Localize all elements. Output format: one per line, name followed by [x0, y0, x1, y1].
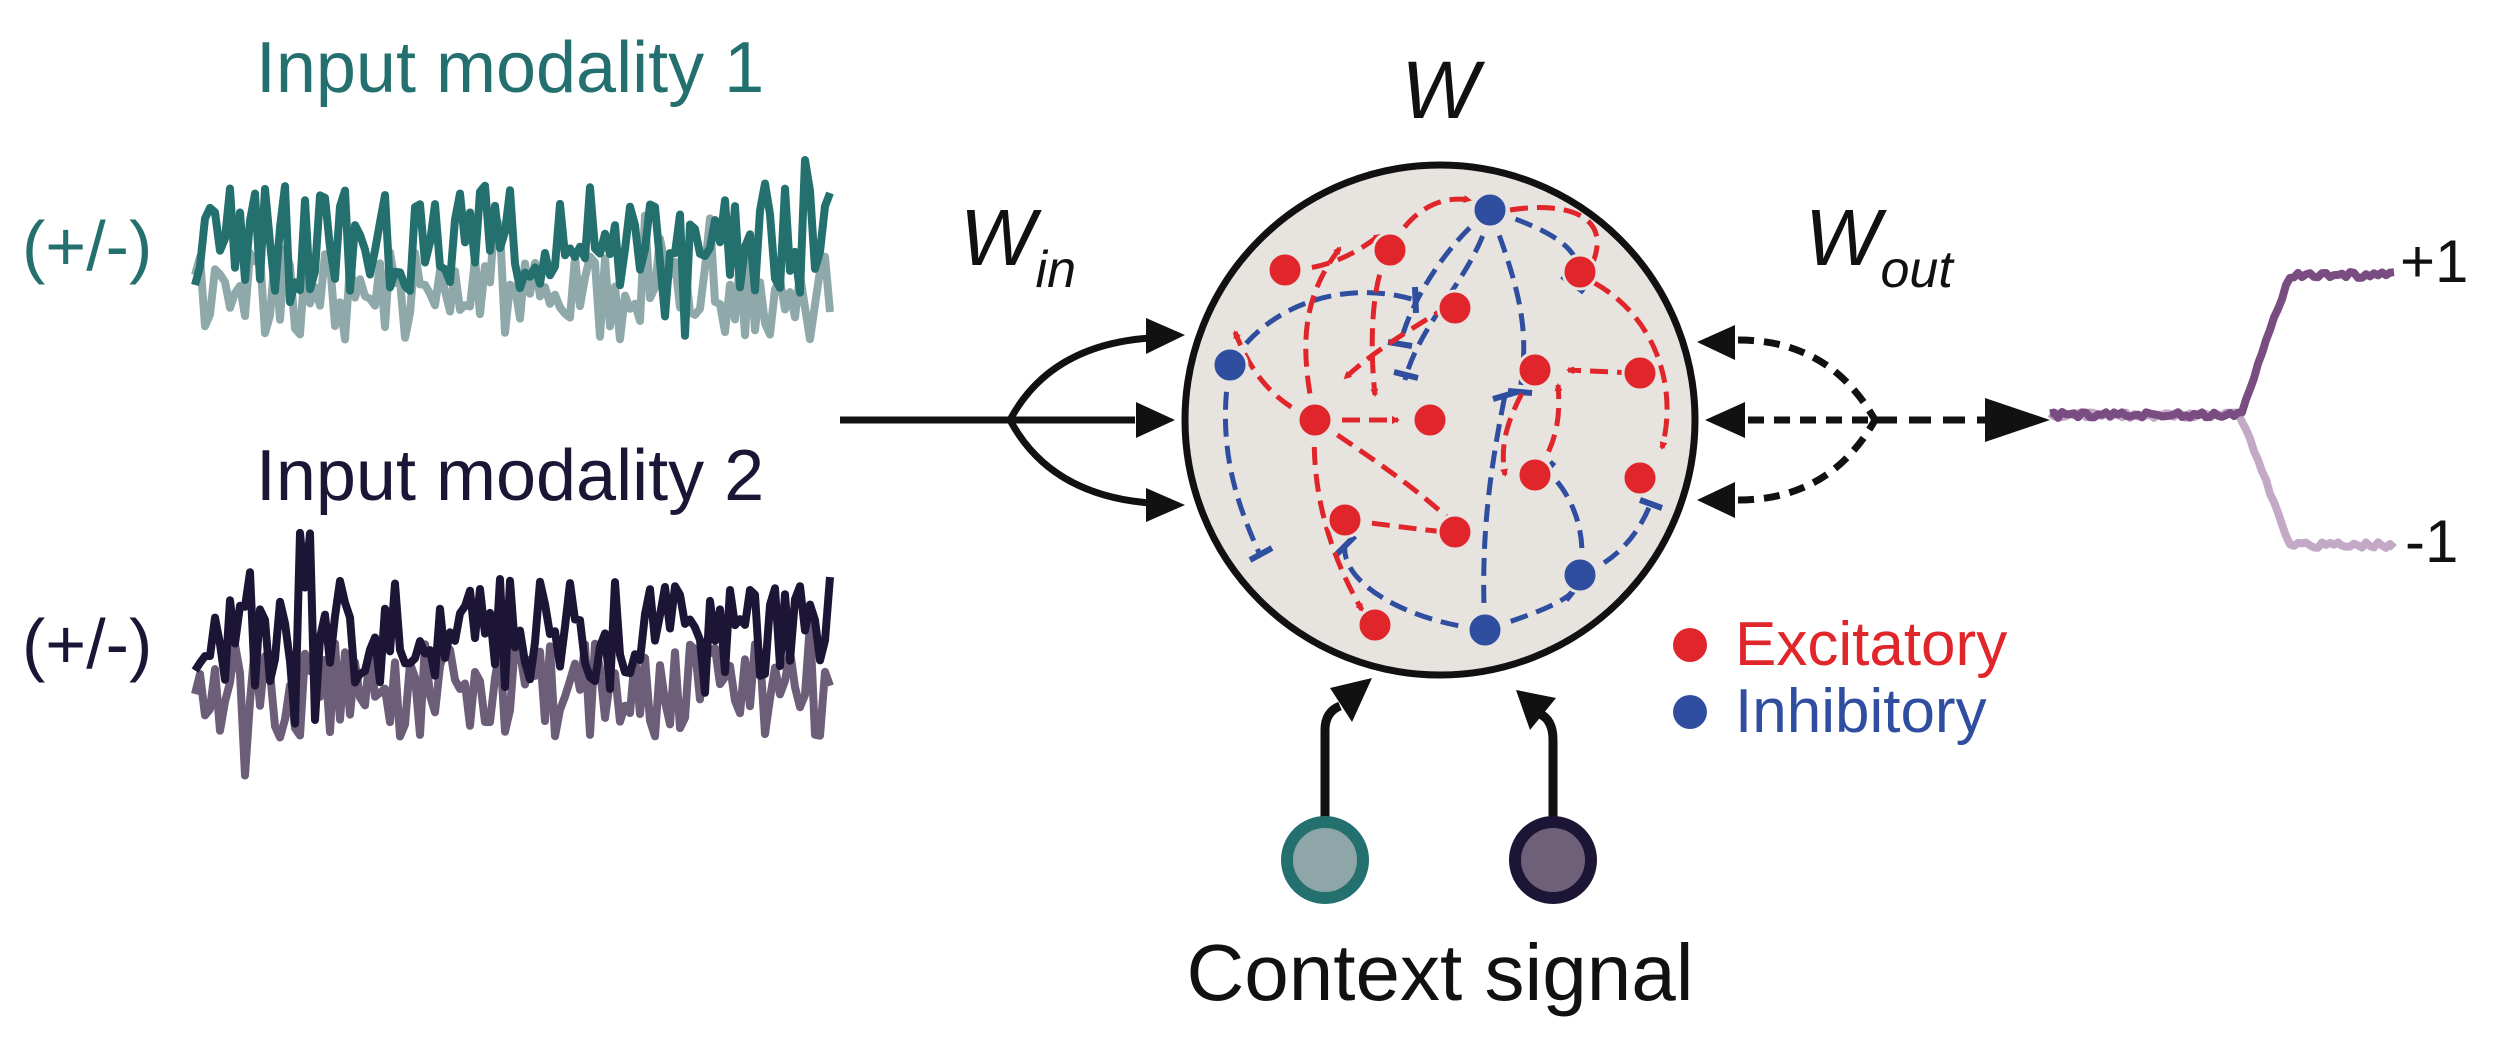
inh-connection	[1342, 544, 1486, 633]
recurrent-network: W	[1181, 45, 1699, 679]
excitatory-neuron	[1296, 401, 1334, 439]
input-modality-2-title: Input modality 2	[256, 436, 764, 516]
context-signal-label: Context signal	[1187, 928, 1694, 1017]
exc-connection	[1303, 246, 1342, 421]
input-weights: Win	[840, 193, 1185, 522]
output-trace-plus	[2049, 268, 2395, 422]
inh-bar	[1393, 369, 1419, 381]
input-modality-1: Input modality 1 (+/-)	[22, 28, 834, 344]
context-arrowhead-2	[1516, 690, 1556, 730]
inh-bar	[1248, 545, 1274, 563]
output-traces: +1 -1	[2047, 228, 2468, 575]
inh-connection	[1397, 208, 1492, 346]
w-out-label: Wout	[1805, 193, 1955, 299]
exc-connection	[1569, 269, 1670, 450]
context-arrow-2	[1537, 709, 1558, 820]
input-arrowhead-top	[1146, 318, 1185, 354]
inh-bar	[1492, 389, 1518, 402]
excitatory-neuron	[1516, 456, 1554, 494]
inh-connection	[1481, 394, 1508, 631]
legend-excitatory-dot	[1673, 628, 1707, 662]
legend: Excitatory Inhibitory	[1673, 610, 2007, 746]
output-weights: Wout	[1697, 193, 2050, 518]
excitatory-neuron	[1436, 513, 1474, 551]
exc-connection	[1311, 419, 1365, 612]
inhibitory-bars	[1248, 273, 1664, 602]
context-arrow-1	[1320, 701, 1342, 820]
context-node-navy	[1509, 816, 1597, 904]
w-in-label: Win	[960, 193, 1076, 299]
input-modality-2: Input modality 2 (+/-)	[22, 436, 834, 780]
input-1-trace-light	[191, 210, 834, 344]
legend-excitatory-label: Excitatory	[1735, 610, 2007, 679]
output-trace-minus	[2047, 408, 2397, 552]
w-out-base: W	[1805, 193, 1887, 282]
output-arrowhead	[1985, 398, 2050, 442]
input-modality-1-title: Input modality 1	[256, 28, 764, 108]
w-in-subscript: in	[1036, 241, 1076, 299]
inh-connection	[1227, 290, 1416, 367]
legend-inhibitory-label: Inhibitory	[1735, 677, 1987, 746]
w-out-subscript: out	[1881, 241, 1956, 299]
exc-connection	[1509, 205, 1600, 280]
inhibitory-neuron	[1211, 346, 1249, 384]
input-modality-1-sign: (+/-)	[22, 207, 152, 285]
excitatory-neuron	[1356, 606, 1394, 644]
excitatory-neuron	[1516, 351, 1554, 389]
excitatory-neuron	[1621, 354, 1659, 392]
excitatory-neurons	[1266, 231, 1659, 644]
inh-bar	[1412, 286, 1419, 314]
excitatory-neuron	[1436, 289, 1474, 327]
excitatory-neuron	[1266, 251, 1304, 289]
w-label: W	[1401, 45, 1485, 136]
exc-connection	[1343, 302, 1452, 380]
inh-bar	[1638, 497, 1664, 511]
context-signal: Context signal	[1187, 678, 1694, 1017]
input-modality-2-sign: (+/-)	[22, 605, 152, 683]
output-plus-label: +1	[2400, 228, 2468, 295]
legend-inhibitory-dot	[1673, 695, 1707, 729]
input-2-trace-dark	[191, 528, 834, 728]
output-minus-label: -1	[2405, 508, 2458, 575]
excitatory-neuron	[1561, 253, 1599, 291]
context-arrowhead-1	[1330, 678, 1372, 722]
inhibitory-neuron	[1471, 191, 1509, 229]
output-arrowhead-mid	[1705, 402, 1745, 438]
input-2-trace-light	[191, 619, 834, 780]
inhibitory-neuron	[1561, 556, 1599, 594]
excitatory-neuron	[1621, 459, 1659, 497]
input-fan	[1006, 334, 1151, 507]
input-arrowhead-mid	[1136, 402, 1175, 438]
inhibitory-neurons	[1211, 191, 1599, 649]
output-fan	[1737, 336, 1879, 504]
inhibitory-neuron	[1466, 611, 1504, 649]
exc-connection	[1313, 417, 1457, 527]
excitatory-neuron	[1411, 401, 1449, 439]
context-node-teal	[1281, 816, 1369, 904]
output-arrowhead-bottom	[1697, 482, 1735, 518]
output-arrowhead-top	[1697, 325, 1735, 360]
inh-connection	[1222, 364, 1263, 557]
w-in-base: W	[960, 193, 1042, 282]
excitatory-neuron	[1326, 501, 1364, 539]
excitatory-neuron	[1371, 231, 1409, 269]
input-1-trace-dark	[191, 156, 834, 340]
input-arrowhead-bottom	[1146, 488, 1185, 522]
inh-bar	[1332, 533, 1358, 559]
